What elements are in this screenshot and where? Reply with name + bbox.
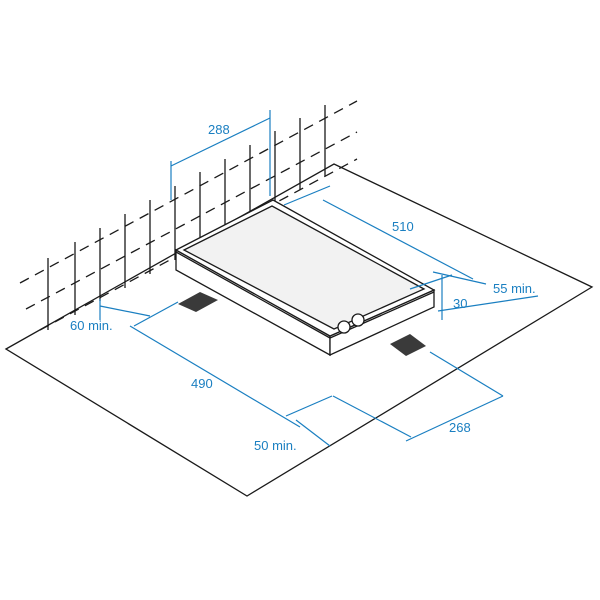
dim-hob-height-label: 30 — [453, 296, 467, 311]
dim-cutout-width-label: 490 — [191, 376, 213, 391]
hob-foot-rear — [178, 292, 218, 312]
dim-wall-clearance-label: 55 min. — [493, 281, 536, 296]
dimension-lines — [99, 110, 539, 447]
hob-foot-front — [390, 334, 426, 356]
control-knob-right — [351, 313, 365, 327]
hob — [174, 199, 436, 357]
control-knob-left — [337, 320, 351, 334]
dim-front-clearance-label: 50 min. — [254, 438, 297, 453]
wall-studs — [47, 105, 326, 330]
hob-glass-surface — [182, 205, 426, 330]
dim-cutout-depth-label: 268 — [449, 420, 471, 435]
wall-outline — [19, 100, 358, 331]
dim-side-clearance-label: 60 min. — [70, 318, 113, 333]
dim-hob-width-label: 510 — [392, 219, 414, 234]
dim-cutout-depth-top-label: 288 — [208, 122, 230, 137]
